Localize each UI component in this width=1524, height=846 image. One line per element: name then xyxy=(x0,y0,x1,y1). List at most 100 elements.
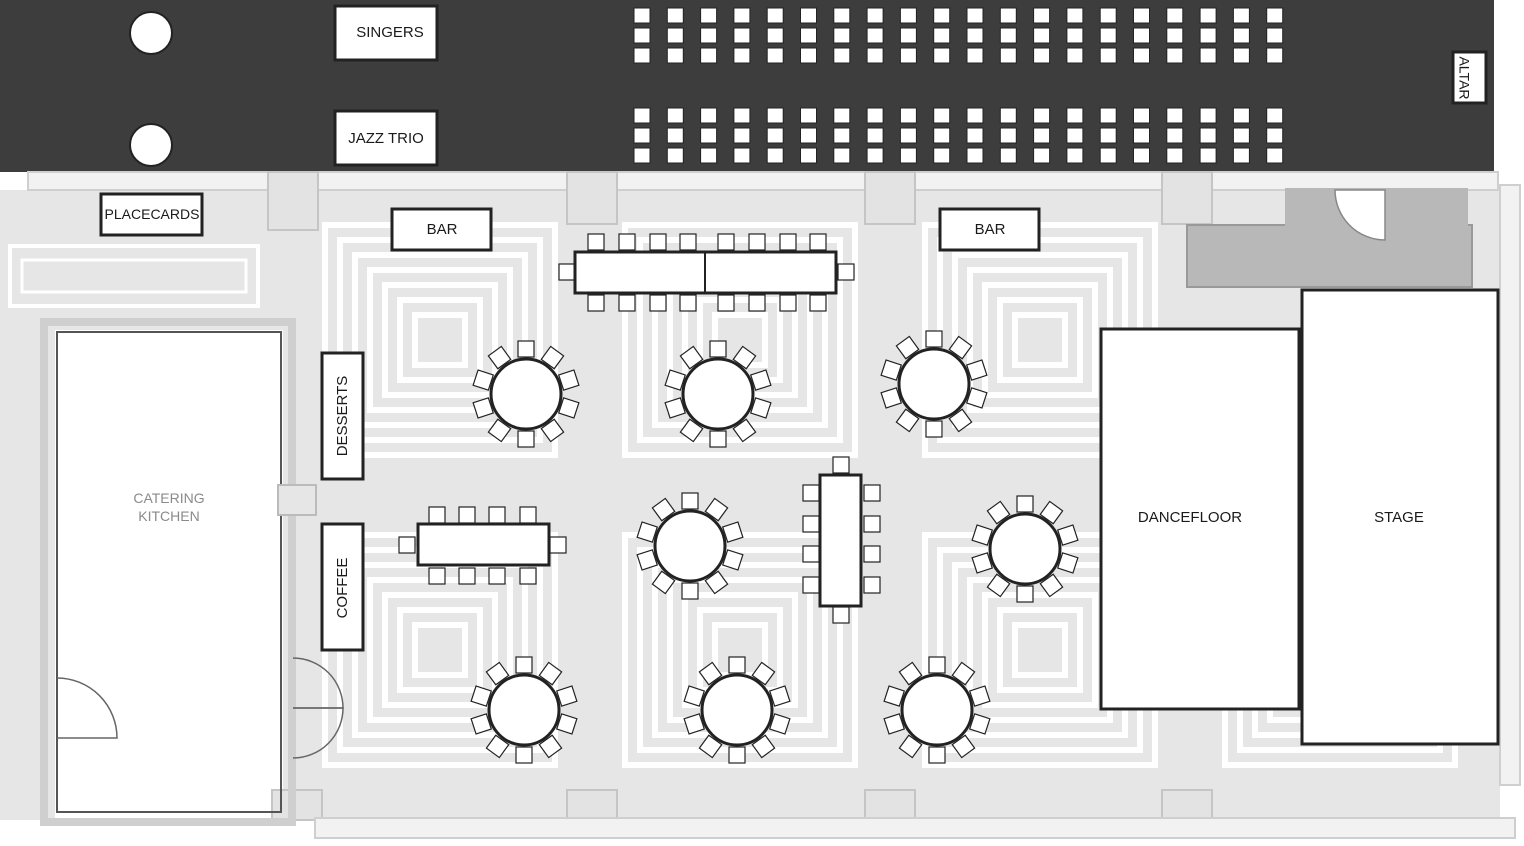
chair[interactable] xyxy=(965,359,988,381)
ceremony-chair[interactable] xyxy=(800,47,817,64)
chair[interactable] xyxy=(587,294,605,312)
ceremony-chair[interactable] xyxy=(966,7,984,24)
chair[interactable] xyxy=(928,746,946,764)
chair[interactable] xyxy=(802,545,820,563)
ceremony-chair[interactable] xyxy=(1199,127,1217,144)
chair[interactable] xyxy=(698,734,723,759)
ceremony-chair[interactable] xyxy=(766,147,784,164)
round-table[interactable] xyxy=(681,357,755,431)
chair[interactable] xyxy=(728,746,746,764)
chair[interactable] xyxy=(683,685,706,707)
chair[interactable] xyxy=(748,294,766,312)
chair[interactable] xyxy=(679,294,697,312)
round-table[interactable] xyxy=(489,357,563,431)
ceremony-chair[interactable] xyxy=(1033,127,1051,144)
chair[interactable] xyxy=(802,576,820,594)
chair[interactable] xyxy=(948,335,973,360)
ceremony-chair[interactable] xyxy=(1133,107,1150,124)
chair[interactable] xyxy=(470,713,493,735)
chair[interactable] xyxy=(517,430,535,448)
chair[interactable] xyxy=(472,369,495,391)
chair[interactable] xyxy=(837,263,855,281)
rect-table-left[interactable] xyxy=(416,522,551,567)
ceremony-chair[interactable] xyxy=(1133,27,1150,44)
ceremony-chair[interactable] xyxy=(1033,147,1051,164)
chair[interactable] xyxy=(679,345,704,370)
chair[interactable] xyxy=(968,685,991,707)
chair[interactable] xyxy=(1039,500,1064,525)
ceremony-chair[interactable] xyxy=(833,107,851,124)
chair[interactable] xyxy=(1016,495,1034,513)
ceremony-chair[interactable] xyxy=(700,147,718,164)
chair[interactable] xyxy=(751,734,776,759)
rect-table-center[interactable] xyxy=(818,473,863,608)
chair[interactable] xyxy=(519,506,537,524)
chair[interactable] xyxy=(748,233,766,251)
dancefloor[interactable]: DANCEFLOOR xyxy=(1099,327,1301,711)
jazz-trio-stand[interactable]: JAZZ TRIO xyxy=(333,109,439,167)
chair[interactable] xyxy=(651,497,676,522)
chair[interactable] xyxy=(517,340,535,358)
round-table[interactable] xyxy=(988,512,1062,586)
ceremony-chair[interactable] xyxy=(1166,27,1184,44)
ceremony-chair[interactable] xyxy=(833,47,851,64)
ceremony-chair[interactable] xyxy=(899,127,917,144)
chair[interactable] xyxy=(485,661,510,686)
ceremony-chair[interactable] xyxy=(1266,147,1284,164)
ceremony-chair[interactable] xyxy=(1033,27,1051,44)
chair[interactable] xyxy=(895,408,920,433)
ceremony-chair[interactable] xyxy=(999,127,1017,144)
ceremony-chair[interactable] xyxy=(1166,7,1184,24)
ceremony-chair[interactable] xyxy=(633,27,651,44)
chair[interactable] xyxy=(1056,524,1079,546)
chair[interactable] xyxy=(538,734,563,759)
chair[interactable] xyxy=(618,294,636,312)
chair[interactable] xyxy=(863,545,881,563)
chair[interactable] xyxy=(883,685,906,707)
chair[interactable] xyxy=(717,233,735,251)
chair[interactable] xyxy=(1016,585,1034,603)
ceremony-chair[interactable] xyxy=(1133,7,1150,24)
ceremony-chair[interactable] xyxy=(1232,7,1250,24)
ceremony-chair[interactable] xyxy=(733,47,751,64)
chair[interactable] xyxy=(470,685,493,707)
singers-stand[interactable]: SINGERS xyxy=(333,4,439,62)
ceremony-chair[interactable] xyxy=(966,127,984,144)
chair[interactable] xyxy=(458,567,476,585)
chair[interactable] xyxy=(749,397,772,419)
ceremony-chair[interactable] xyxy=(866,27,884,44)
chair[interactable] xyxy=(485,734,510,759)
round-table[interactable] xyxy=(487,673,561,747)
chair[interactable] xyxy=(487,418,512,443)
chair[interactable] xyxy=(487,345,512,370)
ceremony-chair[interactable] xyxy=(1033,7,1051,24)
ceremony-chair[interactable] xyxy=(633,7,651,24)
ceremony-chair[interactable] xyxy=(733,127,751,144)
round-table[interactable] xyxy=(897,347,971,421)
chair[interactable] xyxy=(472,397,495,419)
bar-left[interactable]: BAR xyxy=(390,207,493,252)
chair[interactable] xyxy=(709,340,727,358)
cocktail-table-bottom[interactable] xyxy=(129,123,173,167)
coffee-table[interactable]: COFFEE xyxy=(320,522,365,652)
chair[interactable] xyxy=(428,567,446,585)
chair[interactable] xyxy=(749,369,772,391)
ceremony-chair[interactable] xyxy=(766,107,784,124)
chair[interactable] xyxy=(649,294,667,312)
chair[interactable] xyxy=(968,713,991,735)
chair[interactable] xyxy=(948,408,973,433)
chair[interactable] xyxy=(768,685,791,707)
chair[interactable] xyxy=(704,497,729,522)
chair[interactable] xyxy=(651,570,676,595)
ceremony-chair[interactable] xyxy=(766,127,784,144)
chair[interactable] xyxy=(428,506,446,524)
ceremony-chair[interactable] xyxy=(1166,127,1184,144)
ceremony-chair[interactable] xyxy=(633,147,651,164)
ceremony-chair[interactable] xyxy=(766,7,784,24)
placecards-table[interactable]: PLACECARDS xyxy=(99,192,204,237)
ceremony-chair[interactable] xyxy=(633,107,651,124)
ceremony-chair[interactable] xyxy=(1232,147,1250,164)
ceremony-chair[interactable] xyxy=(1066,147,1084,164)
ceremony-chair[interactable] xyxy=(1266,27,1284,44)
ceremony-chair[interactable] xyxy=(666,147,684,164)
